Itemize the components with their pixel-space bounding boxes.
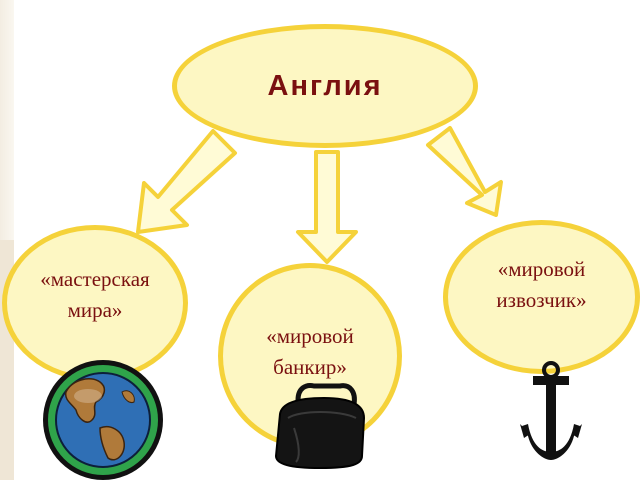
center-label: Англия	[267, 69, 383, 102]
bag-icon	[274, 383, 366, 470]
node-carrier-text: «мировой извозчик»	[496, 254, 586, 316]
anchor-icon	[520, 361, 582, 460]
globe-icon	[43, 360, 163, 480]
arrow-left	[136, 129, 237, 234]
node-workshop-line-2: мира»	[67, 298, 123, 322]
node-carrier: «мировой извозчик»	[443, 220, 640, 374]
node-banker-line-1: «мировой	[266, 324, 354, 348]
node-carrier-line-1: «мировой	[497, 257, 586, 281]
node-workshop-text: «мастерская мира»	[40, 264, 149, 326]
node-workshop-line-1: «мастерская	[40, 267, 150, 291]
node-workshop: «мастерская мира»	[2, 225, 188, 381]
node-banker-text: «мировой банкир»	[266, 321, 354, 383]
node-banker-line-2: банкир»	[273, 355, 347, 379]
center-node: Англия	[172, 24, 478, 148]
arrow-middle	[296, 150, 358, 264]
node-carrier-line-2: извозчик»	[496, 288, 587, 312]
arrow-right	[426, 126, 503, 217]
